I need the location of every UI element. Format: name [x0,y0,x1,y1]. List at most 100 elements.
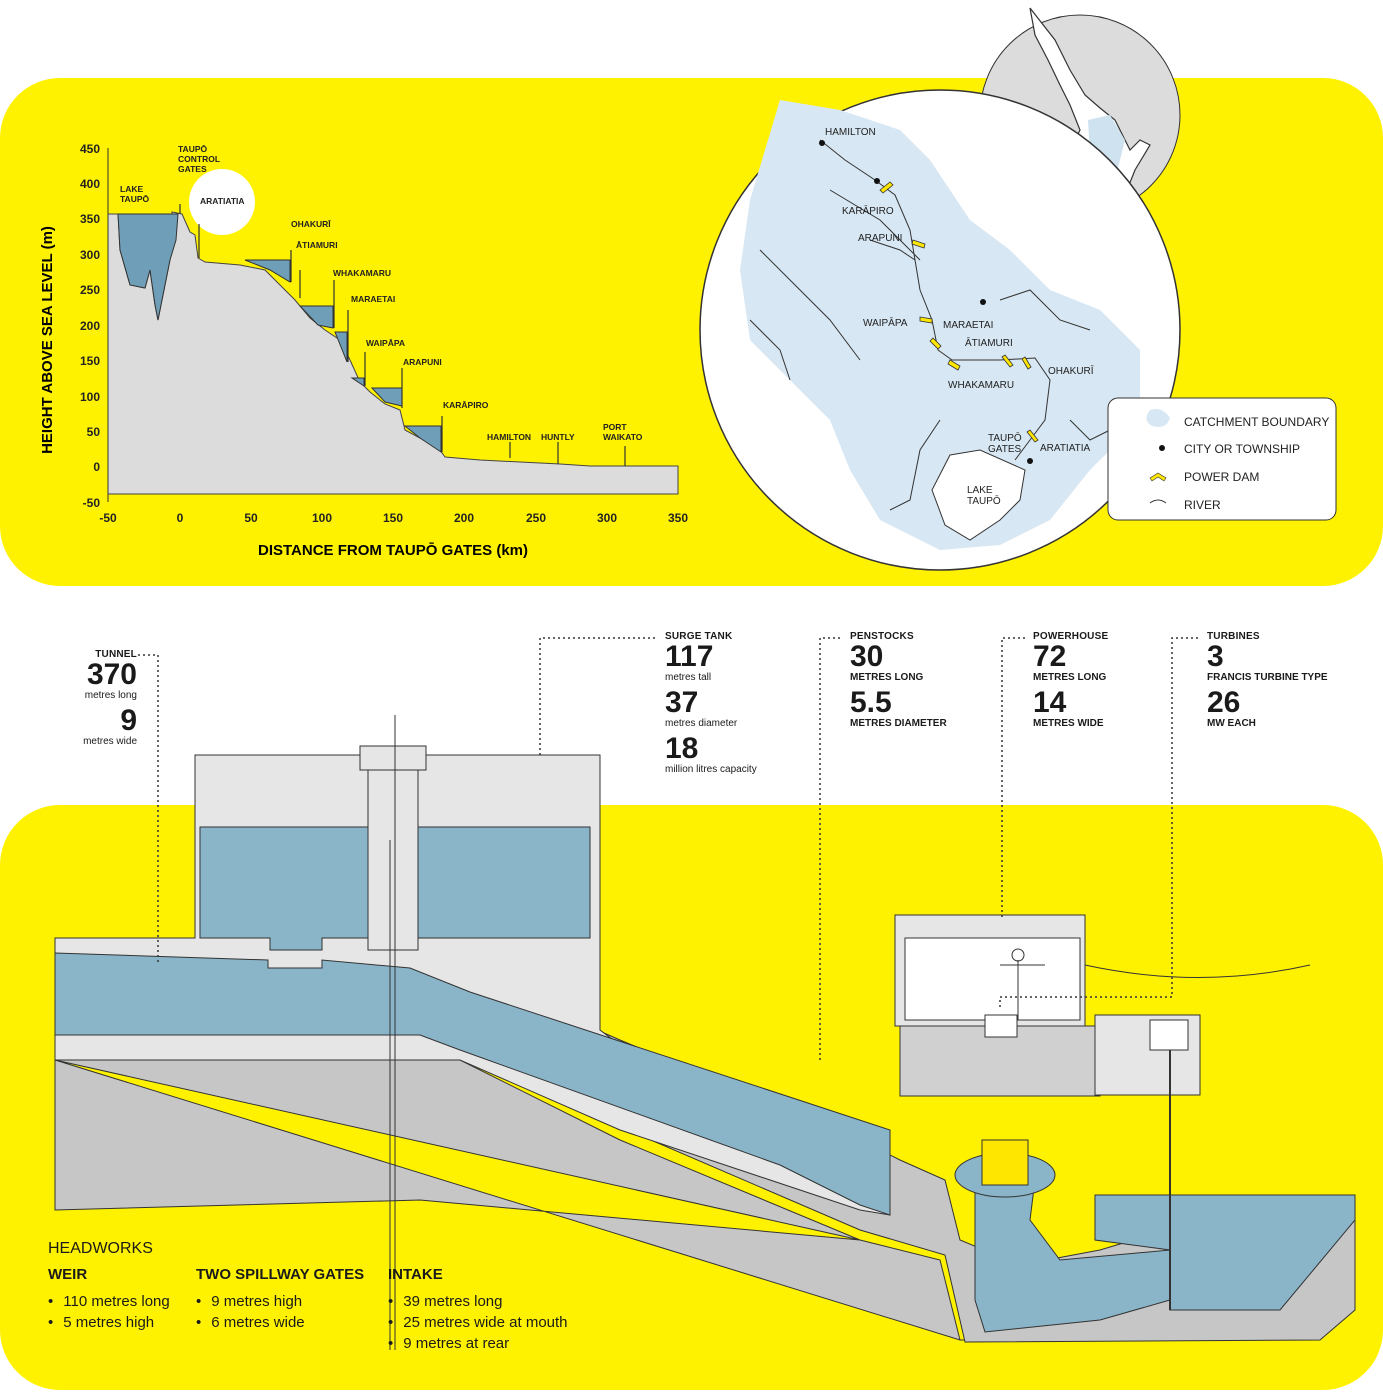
x-tick-neg50: -50 [99,511,117,525]
y-tick-300: 300 [80,248,100,262]
lake-taupo-shape [931,449,1026,541]
powerhouse-width-unit: METRES WIDE [1033,718,1104,729]
y-tick-0: 0 [93,460,100,474]
label-gates-1: TAUPŌ [178,144,208,154]
map-taupo-gates-1: TAUPŌ [988,432,1022,444]
x-tick-0: 0 [177,511,184,525]
turbines-output: 26 [1207,686,1241,719]
x-tick-150: 150 [383,511,403,525]
y-tick-neg50: -50 [83,496,101,510]
penstocks-length-unit: METRES LONG [850,672,924,683]
legend-river-icon [1149,499,1167,504]
tailrace-water [1094,1194,1356,1311]
intake-item: 25 metres wide at mouth [388,1314,567,1331]
label-gates-3: GATES [178,164,207,174]
turbine-generator [981,1139,1029,1186]
headworks-title: HEADWORKS [48,1240,153,1257]
x-tick-50: 50 [244,511,258,525]
surge-diameter-unit: metres diameter [665,718,738,729]
label-karapiro: KARĀPIRO [443,400,489,410]
legend-city-icon [1159,445,1165,451]
surge-capacity: 18 [665,732,699,765]
label-aratiatia: ARATIATIA [200,196,245,206]
tunnel-length: 370 [86,658,137,691]
tunnel-width-unit: metres wide [83,736,137,747]
city-tokoroa [980,299,986,305]
y-tick-350: 350 [80,212,100,226]
intake-item: 39 metres long [388,1293,568,1310]
dam-arapuni [911,239,926,249]
map-hamilton: HAMILTON [825,127,876,138]
dam-maraetai [929,337,942,350]
spillway-block: TWO SPILLWAY GATES 9 metres high 6 metre… [196,1266,364,1335]
city-karapiro [874,178,880,184]
catchment-map: HAMILTON KARĀPIRO ARAPUNI WAIPĀPA MARAET… [699,7,1337,571]
label-lake-taupo-1: LAKE [120,184,143,194]
y-tick-200: 200 [80,319,100,333]
x-tick-200: 200 [454,511,474,525]
leader-tunnel [138,654,159,965]
tunnel-water [54,952,891,1216]
x-tick-300: 300 [597,511,617,525]
reservoir-whakamaru [298,305,334,329]
map-taupo-gates-2: GATES [988,444,1021,455]
intake-block: INTAKE 39 metres long 25 metres wide at … [388,1266,568,1356]
legend-river: RIVER [1184,498,1221,512]
leader-turbines [999,637,1198,1010]
dam-waipapa [919,316,933,324]
legend-city: CITY OR TOWNSHIP [1184,442,1300,456]
map-arapuni: ARAPUNI [858,233,902,244]
x-axis-label: DISTANCE FROM TAUPŌ GATES (km) [258,542,528,559]
surge-tower [367,769,419,951]
label-arapuni: ARAPUNI [403,357,442,367]
aratiatia-highlight [189,169,255,235]
y-tick-150: 150 [80,354,100,368]
city-taupo [1027,458,1033,464]
tunnel-width: 9 [120,704,137,737]
powerhouse-length-unit: METRES LONG [1033,672,1107,683]
surge-title: SURGE TANK [665,631,733,642]
reservoir-maraetai [334,331,348,363]
map-whakamaru: WHAKAMARU [948,380,1014,391]
map-maraetai: MARAETAI [943,320,993,331]
tunnel-length-unit: metres long [84,690,137,701]
label-ohakuri: OHAKURĪ [291,219,331,229]
city-hamilton [819,140,825,146]
intake-title: INTAKE [388,1266,443,1283]
label-huntly: HUNTLY [541,432,575,442]
label-gates-2: CONTROL [178,154,220,164]
y-tick-400: 400 [80,177,100,191]
y-tick-100: 100 [80,390,100,404]
leader-penstocks [819,637,840,1060]
reservoir-ohakuri [244,259,291,283]
power-dams [879,181,1039,443]
spillway-title: TWO SPILLWAY GATES [196,1266,365,1283]
legend-dam-icon [1149,472,1167,482]
label-port-waikato-1: PORT [603,422,627,432]
reservoir-karapiro [403,425,442,453]
surge-capacity-unit: million litres capacity [665,764,757,775]
weir-item: 110 metres long [48,1293,169,1310]
label-whakamaru: WHAKAMARU [333,268,391,278]
map-ohakuri: OHAKURĪ [1048,365,1094,377]
map-waipapa: WAIPĀPA [863,317,908,329]
weir-item: 5 metres high [48,1314,170,1331]
map-atiamuri: ĀTIAMURI [965,337,1013,349]
station-cross-section [54,637,1356,1350]
label-hamilton: HAMILTON [487,432,531,442]
y-ticks: 450 400 350 300 250 200 150 100 50 0 -50 [80,142,100,510]
label-port-waikato-2: WAIKATO [603,432,643,442]
surge-height: 117 [665,640,714,673]
turbines-type: FRANCIS TURBINE TYPE [1207,672,1328,683]
penstocks-diameter-unit: METRES DIAMETER [850,718,947,729]
map-lake-taupo-2: TAUPŌ [967,495,1001,507]
y-axis-label: HEIGHT ABOVE SEA LEVEL (m) [39,226,56,454]
turbines-count: 3 [1207,640,1224,673]
lake-taupo-water [117,213,179,321]
spillway-item: 9 metres high [196,1293,364,1310]
dam-aratiatia [1026,429,1039,443]
y-tick-50: 50 [87,425,101,439]
legend-catchment: CATCHMENT BOUNDARY [1184,415,1329,429]
reservoir-waipapa [350,377,365,387]
map-aratiatia: ARATIATIA [1040,443,1091,454]
